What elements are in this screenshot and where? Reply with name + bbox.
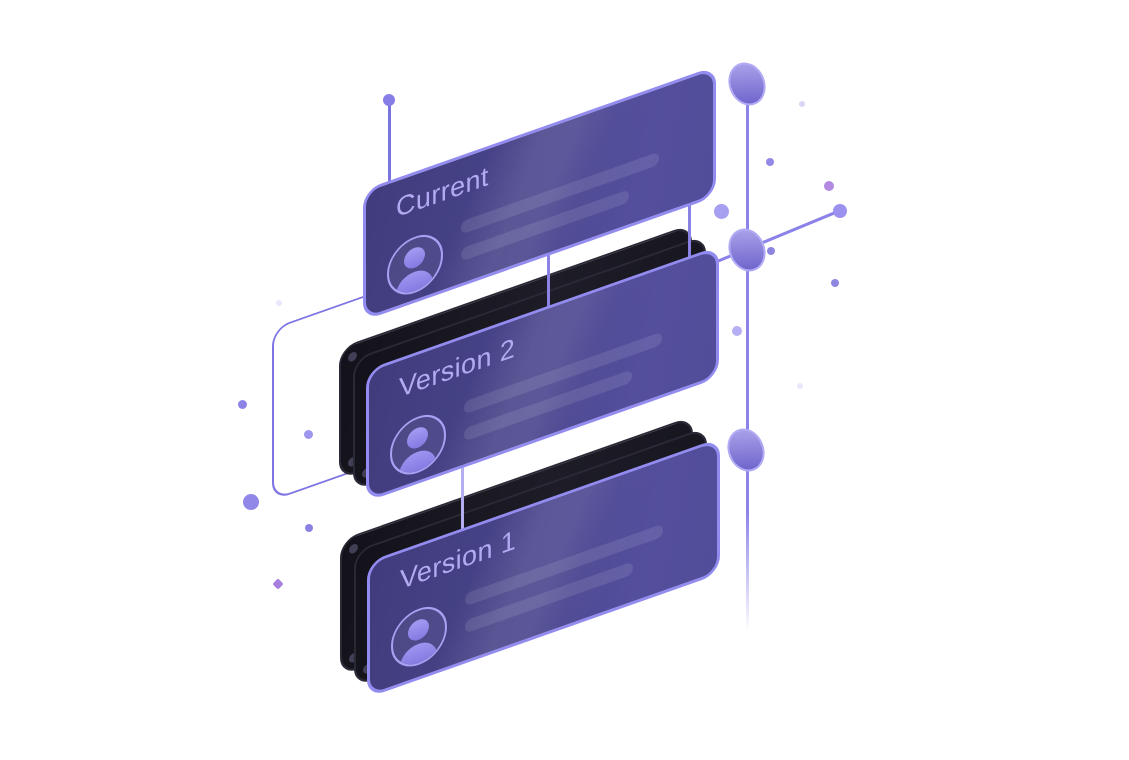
decor-dot bbox=[732, 326, 742, 336]
card-connector-line bbox=[688, 196, 691, 258]
corner-dot bbox=[349, 542, 358, 555]
decor-dot bbox=[383, 94, 395, 106]
timeline-node bbox=[722, 222, 772, 278]
decor-dot bbox=[824, 181, 834, 191]
card-title: Current bbox=[396, 160, 489, 224]
decor-dot bbox=[243, 494, 259, 510]
decor-dot bbox=[304, 430, 313, 439]
connector-line-top-left bbox=[388, 102, 391, 186]
decor-dot bbox=[833, 204, 847, 218]
timeline-node bbox=[722, 56, 772, 112]
user-avatar-icon bbox=[387, 226, 443, 303]
user-avatar-icon bbox=[390, 406, 446, 483]
decor-dot bbox=[831, 279, 839, 287]
timeline-node bbox=[721, 422, 771, 478]
decor-dot bbox=[797, 383, 803, 389]
decor-dot bbox=[272, 578, 284, 590]
corner-dot bbox=[348, 350, 357, 363]
decor-dot bbox=[714, 204, 729, 219]
decor-dot bbox=[305, 524, 313, 532]
decor-dot bbox=[276, 300, 282, 306]
decor-dot bbox=[799, 101, 805, 107]
card-connector-line bbox=[547, 245, 550, 308]
decor-dot bbox=[767, 247, 775, 255]
user-avatar-icon bbox=[391, 598, 447, 675]
decor-dot bbox=[238, 400, 247, 409]
decor-dot bbox=[766, 158, 774, 166]
timeline-spine-line bbox=[746, 84, 749, 632]
card-connector-line bbox=[461, 463, 464, 531]
